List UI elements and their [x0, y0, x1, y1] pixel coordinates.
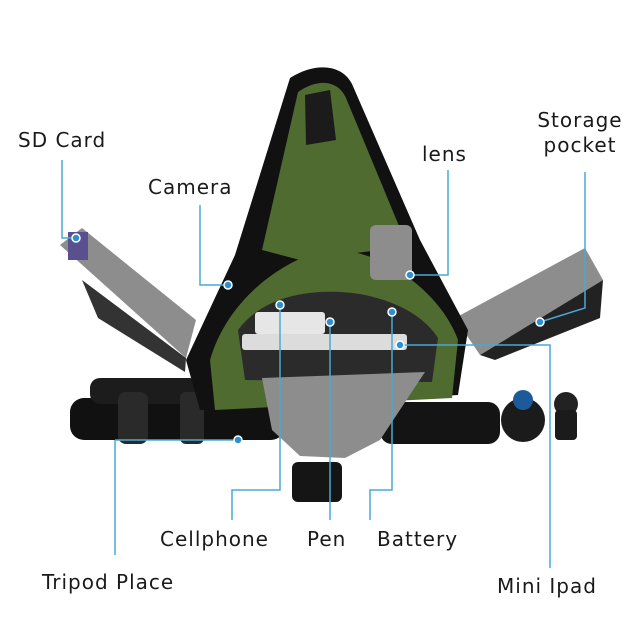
dot-tripod-place [233, 435, 243, 445]
left-flap [60, 228, 196, 372]
dot-battery [387, 307, 397, 317]
dot-mini-ipad [395, 340, 405, 350]
dot-cellphone [275, 300, 285, 310]
callout-dots [71, 233, 545, 445]
label-cellphone: Cellphone [160, 527, 269, 551]
dot-sd-card [71, 233, 81, 243]
label-battery: Battery [377, 527, 459, 551]
label-sd-card: SD Card [18, 128, 107, 152]
label-storage-pocket-line2: pocket [543, 133, 617, 157]
label-mini-ipad: Mini Ipad [497, 574, 597, 598]
label-pen: Pen [307, 527, 347, 551]
label-tripod-place: Tripod Place [42, 570, 175, 594]
bag-body [186, 67, 468, 458]
callout-lines [61, 160, 586, 568]
label-lens: lens [422, 142, 467, 166]
dot-pen [325, 317, 335, 327]
label-camera: Camera [148, 175, 233, 199]
label-storage-pocket: Storage pocket [530, 108, 630, 158]
dot-camera [223, 280, 233, 290]
dot-storage-pocket [535, 317, 545, 327]
right-flap [455, 248, 603, 360]
dot-lens [405, 270, 415, 280]
label-storage-pocket-line1: Storage [537, 108, 623, 132]
